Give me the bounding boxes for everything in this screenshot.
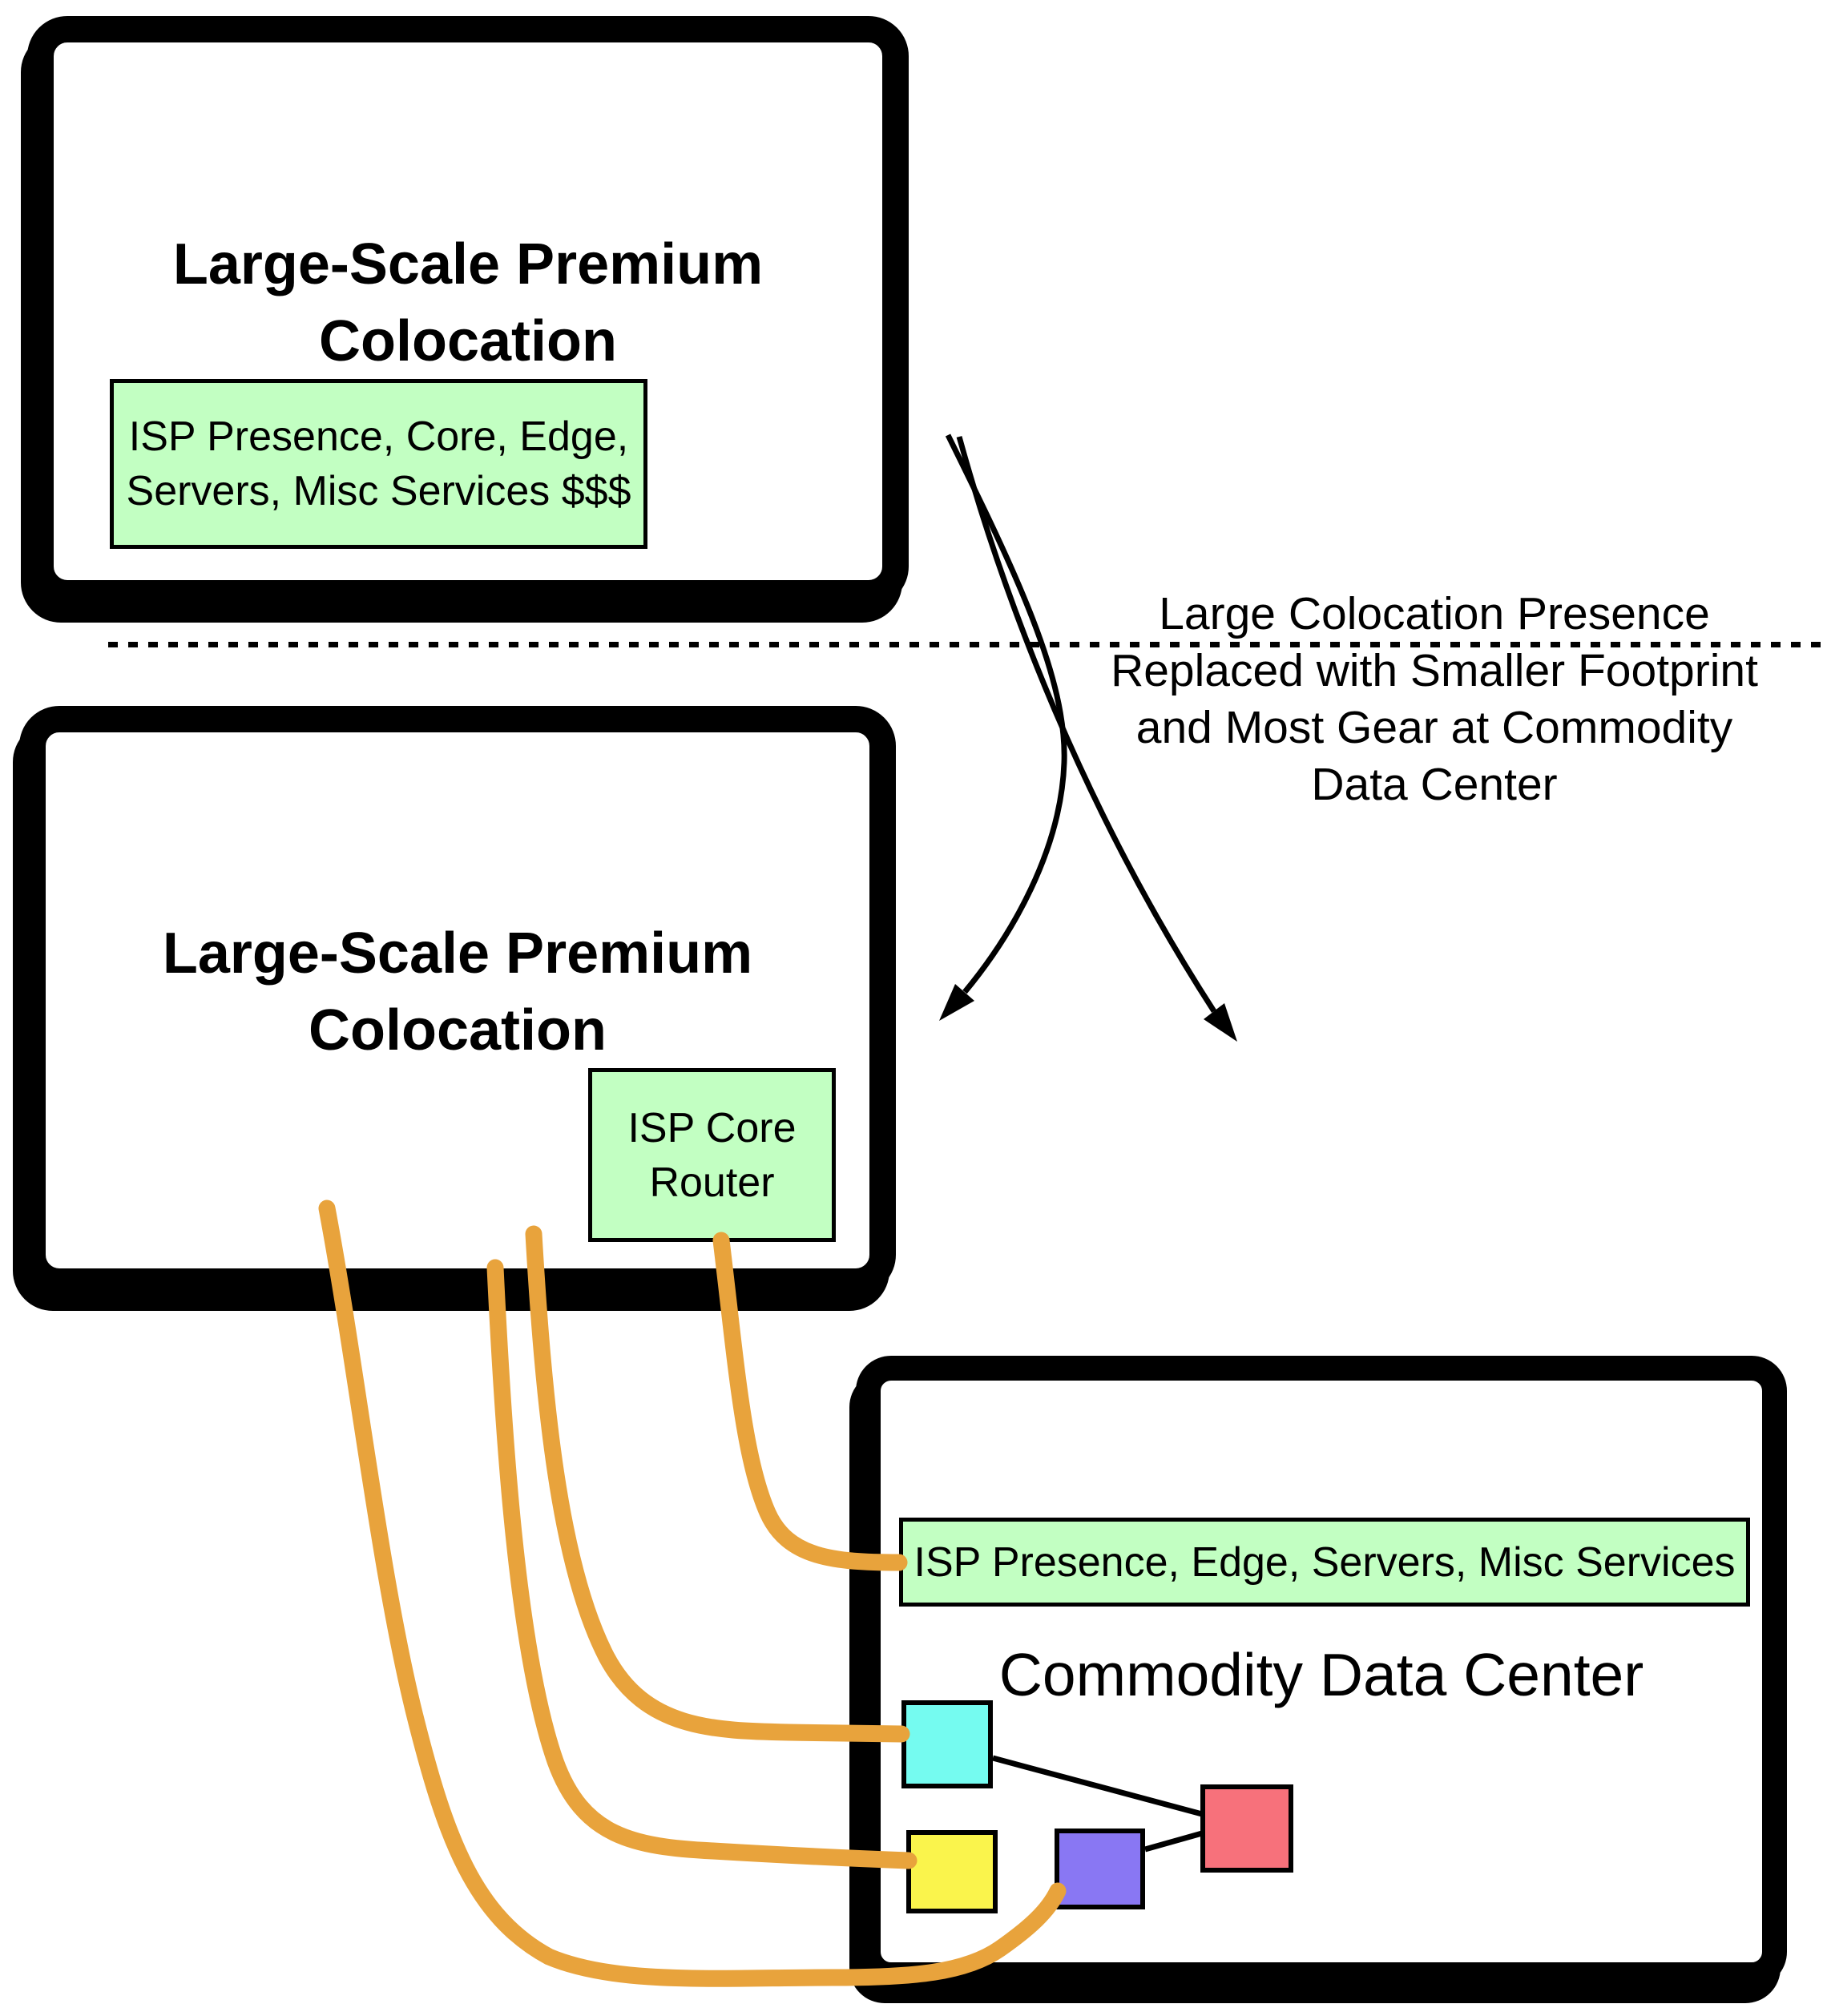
premium-colocation-top-title-line1: Large-Scale Premium	[172, 232, 764, 296]
annotation-text: Large Colocation Presence Replaced with …	[1066, 586, 1803, 813]
migration-arrow-left-head	[939, 984, 974, 1021]
purple-node	[1055, 1829, 1145, 1909]
isp-presence-core-edge-label-line2: Servers, Misc Services $$$	[126, 468, 631, 514]
annotation-line-2: Replaced with Smaller Footprint	[1111, 645, 1758, 696]
isp-core-router-line1: ISP Core	[627, 1104, 797, 1151]
isp-presence-edge-label-box: ISP Presence, Edge, Servers, Misc Servic…	[899, 1518, 1750, 1607]
orange-link-to-yellow-node	[486, 1259, 918, 1869]
migration-arrow-right-head	[1204, 1003, 1237, 1042]
annotation-line-4: Data Center	[1311, 759, 1558, 810]
isp-core-router-line2: Router	[649, 1159, 775, 1206]
cyan-node	[901, 1700, 993, 1788]
annotation-line-3: and Most Gear at Commodity	[1135, 702, 1733, 753]
isp-presence-core-edge-label-box: ISP Presence, Core, Edge, Servers, Misc …	[110, 379, 647, 549]
isp-core-router-box: ISP Core Router	[588, 1068, 836, 1242]
red-node	[1200, 1784, 1293, 1873]
orange-link-to-cyan-node	[525, 1225, 910, 1743]
premium-colocation-mid-title-line2: Colocation	[309, 998, 607, 1062]
yellow-node	[906, 1830, 998, 1913]
annotation-line-1: Large Colocation Presence	[1159, 588, 1710, 639]
premium-colocation-mid-title-line1: Large-Scale Premium	[162, 921, 753, 986]
premium-colocation-top-title: Large-Scale Premium Colocation	[27, 226, 909, 380]
premium-colocation-mid-title: Large-Scale Premium Colocation	[19, 915, 896, 1069]
isp-presence-edge-label: ISP Presence, Edge, Servers, Misc Servic…	[914, 1538, 1736, 1586]
premium-colocation-top-title-line2: Colocation	[319, 309, 617, 373]
isp-presence-core-edge-label-line1: ISP Presence, Core, Edge,	[128, 413, 629, 460]
commodity-data-center-title: Commodity Data Center	[998, 1641, 1644, 1708]
migration-arrow-left-shaft	[945, 433, 1067, 994]
